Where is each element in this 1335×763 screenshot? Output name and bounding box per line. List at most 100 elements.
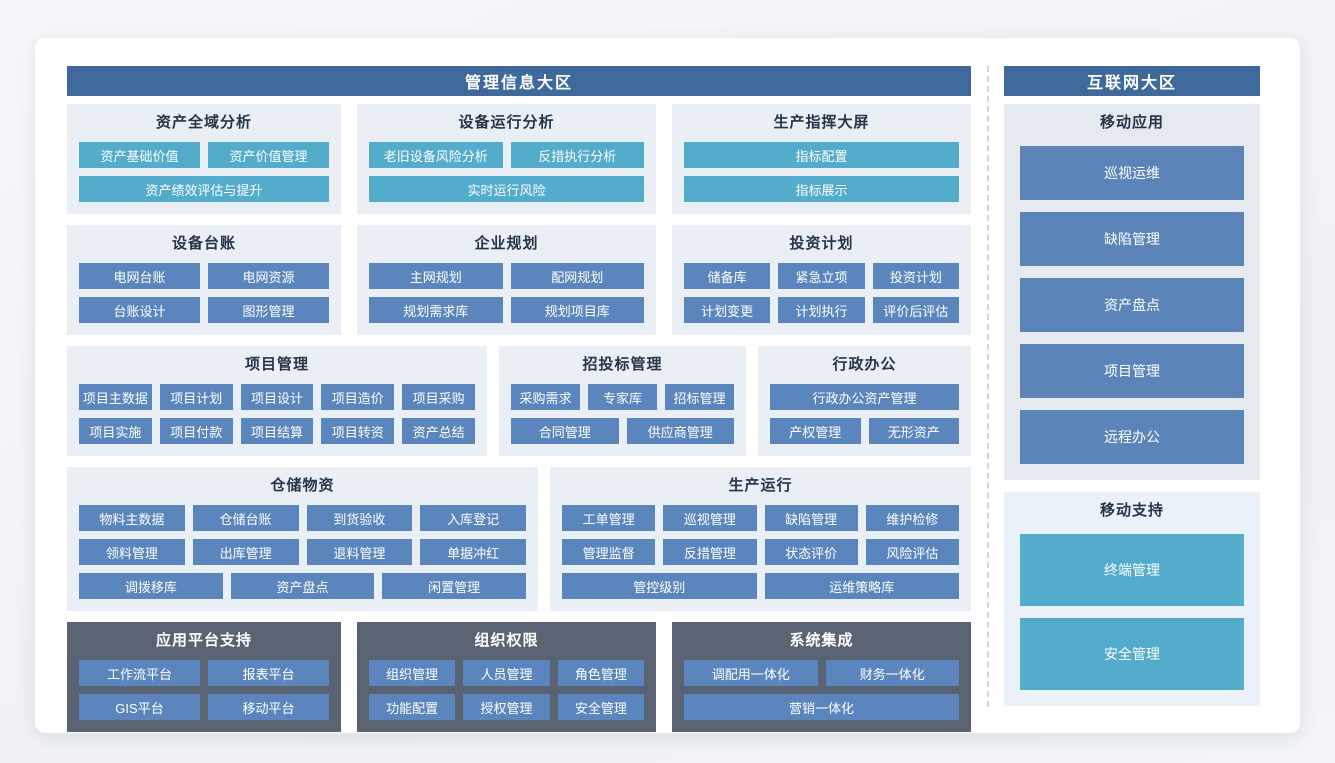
module-button[interactable]: 资产绩效评估与提升 bbox=[79, 176, 329, 202]
module-button[interactable]: 规划项目库 bbox=[510, 297, 644, 323]
module-button[interactable]: 计划执行 bbox=[778, 297, 865, 323]
module-button[interactable]: 到货验收 bbox=[306, 505, 413, 531]
module-button[interactable]: 报表平台 bbox=[208, 660, 329, 686]
module-button[interactable]: 出库管理 bbox=[192, 539, 299, 565]
module-button[interactable]: 反措执行分析 bbox=[510, 142, 644, 168]
module-section-title: 资产全域分析 bbox=[155, 114, 252, 131]
module-button[interactable]: 项目转资 bbox=[321, 418, 395, 444]
module-button[interactable]: 财务一体化 bbox=[825, 660, 959, 686]
module-button[interactable]: 招标管理 bbox=[665, 384, 734, 410]
module-button[interactable]: 项目管理 bbox=[1020, 344, 1244, 398]
module-button[interactable]: 专家库 bbox=[588, 384, 657, 410]
module-button[interactable]: 远程办公 bbox=[1020, 410, 1244, 464]
module-button[interactable]: 项目设计 bbox=[240, 384, 314, 410]
module-button[interactable]: 配网规划 bbox=[510, 263, 644, 289]
module-section-title: 设备运行分析 bbox=[458, 114, 555, 131]
module-button[interactable]: 营销一体化 bbox=[684, 694, 959, 720]
module-button[interactable]: 计划变更 bbox=[684, 297, 771, 323]
module-button-row: 资产绩效评估与提升 bbox=[79, 176, 329, 202]
module-button-row: 项目实施项目付款项目结算项目转资资产总结 bbox=[79, 418, 475, 444]
module-button[interactable]: 项目付款 bbox=[159, 418, 233, 444]
module-button[interactable]: 主网规划 bbox=[369, 263, 503, 289]
module-section-title: 投资计划 bbox=[789, 235, 854, 252]
architecture-panel: 管理信息大区 资产全域分析资产基础价值资产价值管理资产绩效评估与提升设备运行分析… bbox=[35, 38, 1300, 733]
module-button[interactable]: 缺陷管理 bbox=[764, 505, 858, 531]
module-button[interactable]: 缺陷管理 bbox=[1020, 212, 1244, 266]
module-button[interactable]: 工作流平台 bbox=[79, 660, 200, 686]
module-button[interactable]: 工单管理 bbox=[562, 505, 656, 531]
module-button[interactable]: 资产总结 bbox=[402, 418, 475, 444]
module-button[interactable]: 领料管理 bbox=[79, 539, 185, 565]
module-button[interactable]: 组织管理 bbox=[369, 660, 456, 686]
module-button[interactable]: 老旧设备风险分析 bbox=[369, 142, 503, 168]
module-section: 招投标管理采购需求专家库招标管理合同管理供应商管理 bbox=[499, 346, 746, 456]
module-button[interactable]: 电网台账 bbox=[79, 263, 200, 289]
module-button[interactable]: 项目造价 bbox=[321, 384, 395, 410]
module-button[interactable]: 台账设计 bbox=[79, 297, 200, 323]
module-button[interactable]: 物料主数据 bbox=[79, 505, 185, 531]
module-button[interactable]: 巡视管理 bbox=[663, 505, 757, 531]
module-button[interactable]: 安全管理 bbox=[557, 694, 644, 720]
module-button[interactable]: 功能配置 bbox=[369, 694, 456, 720]
module-button[interactable]: 维护检修 bbox=[865, 505, 959, 531]
module-button[interactable]: 合同管理 bbox=[511, 418, 619, 444]
module-button[interactable]: 终端管理 bbox=[1020, 534, 1244, 606]
module-button[interactable]: 资产盘点 bbox=[230, 573, 375, 599]
module-button[interactable]: 移动平台 bbox=[208, 694, 329, 720]
module-button[interactable]: 退料管理 bbox=[306, 539, 413, 565]
module-section: 生产指挥大屏指标配置指标展示 bbox=[672, 104, 971, 214]
module-button[interactable]: 项目主数据 bbox=[79, 384, 152, 410]
module-section-title: 组织权限 bbox=[474, 632, 539, 649]
module-button[interactable]: 单据冲红 bbox=[420, 539, 526, 565]
module-button[interactable]: 规划需求库 bbox=[369, 297, 503, 323]
module-button[interactable]: 项目计划 bbox=[159, 384, 233, 410]
module-button[interactable]: 紧急立项 bbox=[778, 263, 865, 289]
module-button[interactable]: 指标展示 bbox=[684, 176, 959, 202]
module-button[interactable]: 调拨移库 bbox=[79, 573, 223, 599]
module-button[interactable]: 采购需求 bbox=[511, 384, 580, 410]
module-button[interactable]: 仓储台账 bbox=[192, 505, 299, 531]
module-button[interactable]: 指标配置 bbox=[684, 142, 959, 168]
module-button[interactable]: 资产价值管理 bbox=[208, 142, 329, 168]
module-button-row: 项目主数据项目计划项目设计项目造价项目采购 bbox=[79, 384, 475, 410]
section-row: 仓储物资物料主数据仓储台账到货验收入库登记领料管理出库管理退料管理单据冲红调拨移… bbox=[67, 467, 971, 611]
module-button[interactable]: 运维策略库 bbox=[764, 573, 959, 599]
module-button[interactable]: 反措管理 bbox=[663, 539, 757, 565]
module-section-title: 仓储物资 bbox=[270, 477, 335, 494]
module-button[interactable]: 资产盘点 bbox=[1020, 278, 1244, 332]
module-button[interactable]: 巡视运维 bbox=[1020, 146, 1244, 200]
module-button[interactable]: 风险评估 bbox=[865, 539, 959, 565]
module-button[interactable]: 管理监督 bbox=[562, 539, 656, 565]
module-button[interactable]: 资产基础价值 bbox=[79, 142, 200, 168]
section-row: 设备台账电网台账电网资源台账设计图形管理企业规划主网规划配网规划规划需求库规划项… bbox=[67, 225, 971, 335]
module-button[interactable]: 安全管理 bbox=[1020, 618, 1244, 690]
module-button[interactable]: 电网资源 bbox=[208, 263, 329, 289]
module-button[interactable]: 项目实施 bbox=[79, 418, 152, 444]
module-button[interactable]: 产权管理 bbox=[770, 418, 861, 444]
module-section: 设备台账电网台账电网资源台账设计图形管理 bbox=[67, 225, 341, 335]
module-button[interactable]: 调配用一体化 bbox=[684, 660, 818, 686]
module-button[interactable]: 人员管理 bbox=[463, 660, 550, 686]
module-button[interactable]: 项目采购 bbox=[402, 384, 475, 410]
module-button[interactable]: 闲置管理 bbox=[382, 573, 527, 599]
module-button[interactable]: 评价后评估 bbox=[872, 297, 959, 323]
module-button[interactable]: 图形管理 bbox=[208, 297, 329, 323]
module-button[interactable]: 投资计划 bbox=[872, 263, 959, 289]
module-button[interactable]: GIS平台 bbox=[79, 694, 200, 720]
module-button[interactable]: 行政办公资产管理 bbox=[770, 384, 959, 410]
module-button-row: 计划变更计划执行评价后评估 bbox=[684, 297, 959, 323]
module-button[interactable]: 无形资产 bbox=[868, 418, 959, 444]
module-button[interactable]: 状态评价 bbox=[764, 539, 858, 565]
module-button[interactable]: 储备库 bbox=[684, 263, 771, 289]
module-button-row: 台账设计图形管理 bbox=[79, 297, 329, 323]
module-button[interactable]: 项目结算 bbox=[240, 418, 314, 444]
module-button[interactable]: 供应商管理 bbox=[626, 418, 734, 444]
module-button[interactable]: 实时运行风险 bbox=[369, 176, 644, 202]
module-button[interactable]: 入库登记 bbox=[420, 505, 526, 531]
module-button[interactable]: 授权管理 bbox=[463, 694, 550, 720]
module-button-row: 老旧设备风险分析反措执行分析 bbox=[369, 142, 644, 168]
module-button[interactable]: 角色管理 bbox=[557, 660, 644, 686]
module-button-row: 组织管理人员管理角色管理 bbox=[369, 660, 644, 686]
module-button[interactable]: 管控级别 bbox=[562, 573, 757, 599]
